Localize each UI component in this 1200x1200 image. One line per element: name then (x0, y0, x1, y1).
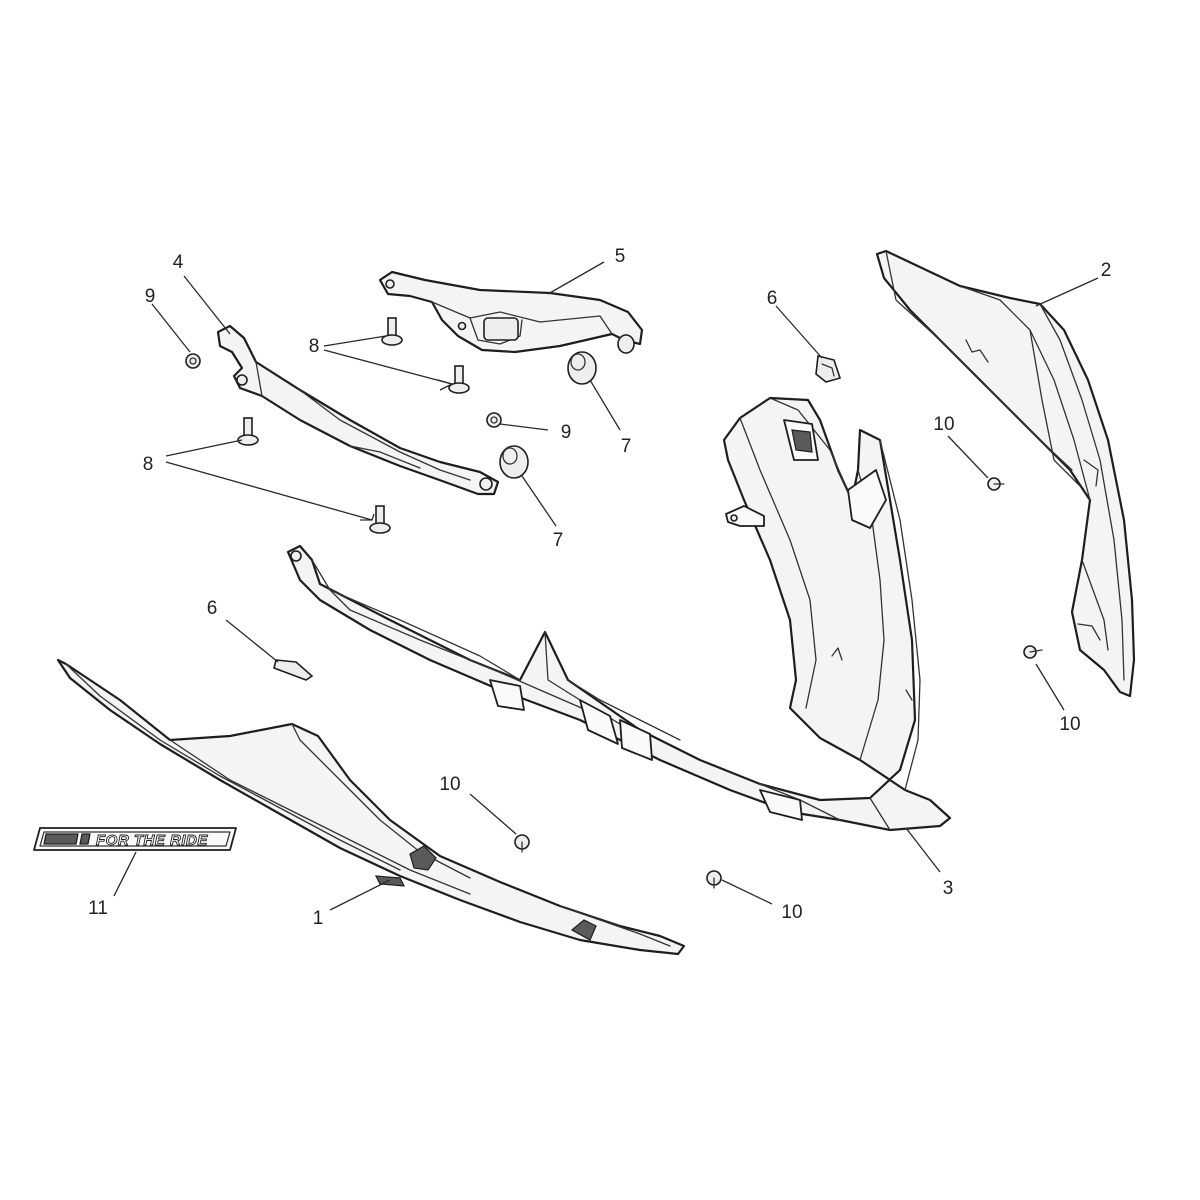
screw-8-a (381, 317, 403, 346)
callout-4: 4 (173, 252, 184, 273)
screw-8-d (369, 505, 391, 534)
clip-6-b (273, 659, 314, 681)
callout-7-lower: 7 (553, 530, 564, 551)
callout-3: 3 (943, 878, 954, 899)
part-1-lower-trim (56, 658, 686, 956)
leader-lines (113, 261, 1099, 911)
callout-10-center: 10 (439, 774, 460, 795)
callout-5: 5 (615, 246, 626, 267)
callout-8-upper: 8 (309, 336, 320, 357)
part-4-left-bracket (216, 324, 500, 496)
callout-1: 1 (313, 908, 324, 929)
screw-8-c (237, 417, 259, 446)
clip-6-a (815, 355, 842, 383)
rivet-10-a (987, 477, 1005, 491)
rivet-10-b (1023, 645, 1043, 659)
grommet-7-a (567, 351, 597, 385)
screw-8-b (448, 365, 470, 394)
callout-10-upper-right: 10 (933, 414, 954, 435)
part-11-decal: FOR THE RIDE (33, 827, 237, 851)
callout-2: 2 (1101, 260, 1112, 281)
grommet-7-b (499, 445, 529, 479)
screw-9-b (486, 412, 502, 428)
callout-7-upper: 7 (621, 436, 632, 457)
part-5-upper-bracket (378, 270, 644, 354)
screw-9-a (185, 353, 201, 369)
rivet-10-d (706, 870, 722, 889)
rivet-10-c (514, 834, 530, 853)
decal-text: FOR THE RIDE (96, 832, 208, 849)
callout-11: 11 (88, 898, 108, 919)
callout-labels: 1 2 3 4 5 6 6 7 7 8 8 9 9 10 10 10 10 11 (88, 246, 1111, 929)
callout-6-upper: 6 (767, 288, 778, 309)
callout-9-left: 9 (145, 286, 156, 307)
callout-9-center: 9 (561, 422, 572, 443)
callout-6-lower: 6 (207, 598, 218, 619)
callout-8-lower: 8 (143, 454, 154, 475)
callout-10-lower-right: 10 (1059, 714, 1080, 735)
part-3-lower-front-cowl (286, 396, 952, 832)
callout-10-lower: 10 (781, 902, 802, 923)
